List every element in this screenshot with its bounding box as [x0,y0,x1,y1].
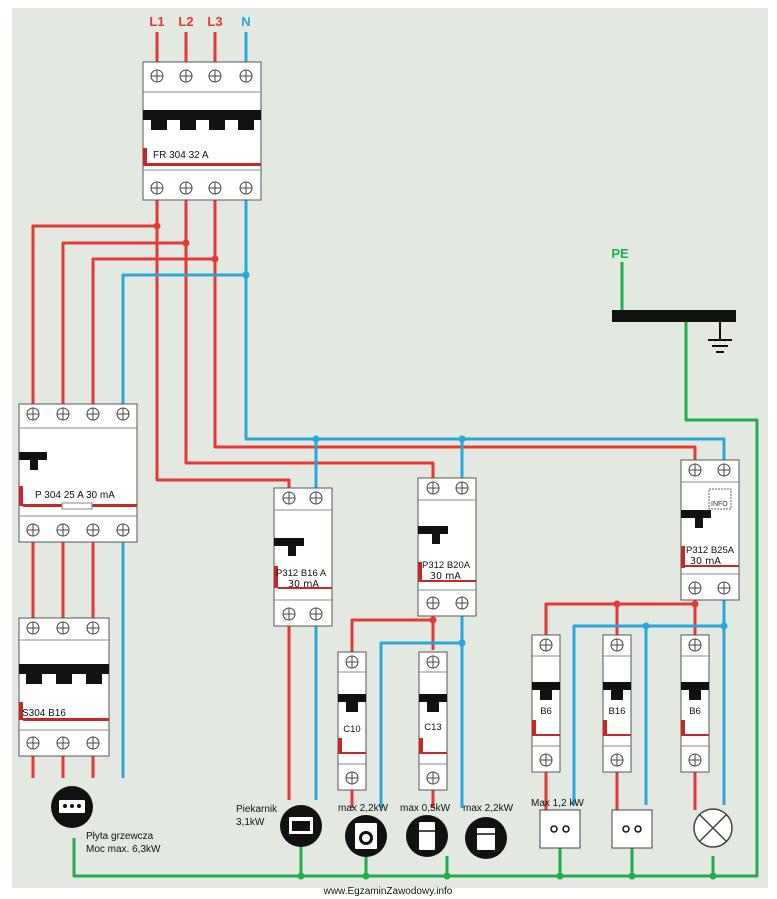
junction-dot [720,622,728,630]
junction-dot [242,271,250,279]
rcbo-right-info: INFO [711,501,728,508]
label-n: N [241,14,250,29]
junction-dot [312,435,320,443]
pe-busbar [612,310,736,353]
mcb-cooker-label: S304 B16 [22,708,66,719]
rcbo-right-rating: P312 B25A [686,545,735,556]
cooker-label-line2: Moc max. 6,3kW [86,844,161,855]
wire-l3-main [213,200,697,462]
rcbo-mid-lever [418,526,448,544]
fridge-load: max 0,5kW [400,803,451,857]
mcb-c10-label: C10 [343,724,360,735]
socket-icon [611,809,653,849]
label-l2: L2 [178,14,193,29]
fridge-label: max 0,5kW [400,803,451,814]
cooker-label-line1: Płyta grzewcza [86,831,154,842]
label-l1: L1 [149,14,164,29]
junction-dots [153,222,728,880]
wire-mid-n-c10 [379,641,462,808]
junction-dot [458,435,466,443]
rcbo-mid-rating: P312 B20A [422,560,471,571]
lamp-load [693,808,733,848]
junction-dot [628,872,636,880]
rcbo-oven-lever [274,538,304,556]
junction-dot [297,872,305,880]
junction-dot [429,616,437,624]
mcb-b6a-label: B6 [540,706,552,717]
ground-symbol-icon [708,322,732,353]
junction-dot [211,255,219,263]
mcb-b16-label: B16 [609,706,626,717]
junction-dot [182,239,190,247]
mcb-c13-label: C13 [424,722,441,733]
rcd-cooker: P 304 25 A 30 mA [18,403,138,543]
main-switch-label: FR 304 32 A [153,150,209,161]
junction-dot [642,622,650,630]
junction-dot [613,600,621,608]
main-switch-terminals [150,69,253,195]
wire-l2-main [184,200,435,478]
rcd-cooker-lever [19,452,47,470]
mcb-b6b-label: B6 [689,706,701,717]
oven-load: Piekarnik 3,1kW [236,804,322,847]
wire-l1-rcd [31,224,157,404]
wire-pe-main [72,322,759,878]
rcbo-right-lever [681,510,711,528]
junction-dot [556,872,564,880]
label-l3: L3 [207,14,222,29]
oven-label-line1: Piekarnik [236,804,278,815]
junction-dot [458,639,466,647]
wire-n-main [244,200,726,462]
rcd-cooker-label: P 304 25 A 30 mA [35,490,115,501]
mcb-b16: B16 [602,634,632,773]
rcbo-oven: P312 B16 A 30 mA [273,487,333,627]
junction-dot [709,872,717,880]
mcb-b6a: B6 [531,634,561,773]
wire-right-n-bus [572,624,724,805]
main-switch: FR 304 32 A [142,61,262,201]
wire-l1-main [155,200,291,488]
wire-l2-rcd [61,241,186,404]
oven-label-line2: 3,1kW [236,817,265,828]
junction-dot [443,872,451,880]
wire-l3-rcd [91,257,215,404]
cooker-load: Płyta grzewcza Moc max. 6,3kW [51,786,161,855]
rcbo-right: INFO P312 B25A 30 mA [680,459,740,601]
junction-dot [362,872,370,880]
washer-label: max 2,2kW [338,803,389,814]
wire-mid-l-c10 [350,618,433,652]
rcbo-oven-rating: P312 B16 A [276,568,327,579]
mcb-c10: C10 [337,651,367,791]
wire-n-rcd [121,273,246,404]
label-pe: PE [611,246,629,261]
wires [31,32,759,878]
rcbo-right-ma: 30 mA [690,556,721,567]
supply-labels: L1 L2 L3 N PE [149,14,629,261]
junction-dot [691,600,699,608]
mcb-cooker: S304 B16 [18,617,110,757]
rcbo-oven-ma: 30 mA [288,579,319,590]
rcbo-mid: P312 B20A 30 mA [417,477,477,617]
socket-load-2 [611,809,653,849]
socket-load-1: Max 1,2 kW [531,798,584,849]
dishwasher-load: max 2,2kW [463,803,514,859]
rcbo-mid-ma: 30 mA [430,571,461,582]
junction-dot [153,222,161,230]
mcb-c13: C13 [418,651,448,791]
mcb-b6b: B6 [680,634,710,773]
washer-load: max 2,2kW [338,803,389,857]
socket-icon [539,809,581,849]
watermark: www.EgzaminZawodowy.info [323,886,453,897]
dishwasher-label: max 2,2kW [463,803,514,814]
socket-max-label: Max 1,2 kW [531,798,584,809]
mcb-cooker-lever [19,664,109,684]
main-switch-lever [143,110,261,130]
